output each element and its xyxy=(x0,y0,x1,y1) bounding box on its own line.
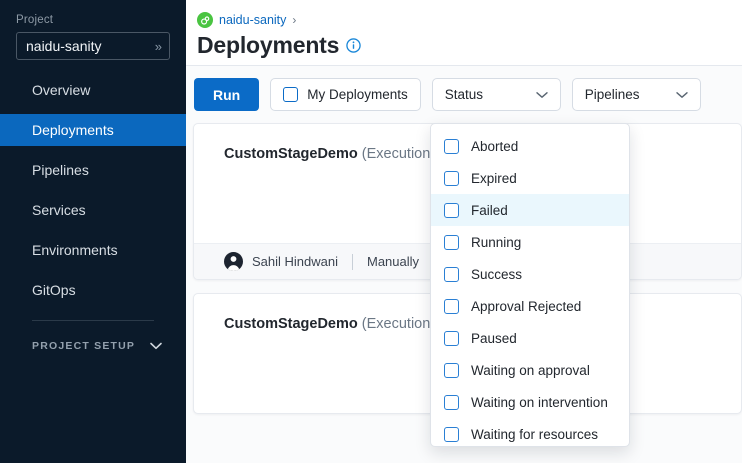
status-option-checkbox[interactable] xyxy=(444,138,459,154)
double-chevron-right-icon: » xyxy=(154,38,162,54)
sidebar-item-overview[interactable]: Overview xyxy=(0,74,186,106)
sidebar: Project naidu-sanity » Overview Deployme… xyxy=(0,0,186,463)
status-option-aborted[interactable]: Aborted xyxy=(431,130,629,162)
status-option-label: Approval Rejected xyxy=(471,298,582,314)
status-option-paused[interactable]: Paused xyxy=(431,322,629,354)
project-select[interactable]: naidu-sanity » xyxy=(16,32,170,60)
user-avatar-icon xyxy=(224,252,243,271)
status-filter-label: Status xyxy=(444,87,484,102)
sidebar-project-setup[interactable]: PROJECT SETUP xyxy=(0,329,186,363)
status-option-label: Success xyxy=(471,266,523,282)
execution-meta: (Execution Id xyxy=(361,146,447,162)
execution-name: CustomStageDemo xyxy=(224,146,358,162)
main-content: naidu-sanity › Deployments Run My Deploy… xyxy=(186,0,742,463)
sidebar-item-deployments[interactable]: Deployments xyxy=(0,114,186,146)
status-option-checkbox[interactable] xyxy=(444,394,459,410)
execution-user: Sahil Hindwani xyxy=(252,254,338,269)
page-title: Deployments xyxy=(197,32,340,58)
status-option-label: Waiting on approval xyxy=(471,362,590,378)
status-option-checkbox[interactable] xyxy=(444,426,459,442)
project-label: Project xyxy=(16,14,54,26)
status-option-running[interactable]: Running xyxy=(431,226,629,258)
status-option-expired[interactable]: Expired xyxy=(431,162,629,194)
execution-trigger: Manually xyxy=(367,254,420,269)
pipelines-filter-dropdown[interactable]: Pipelines xyxy=(571,78,701,111)
status-option-label: Failed xyxy=(471,202,508,218)
sidebar-nav: Overview Deployments Pipelines Services … xyxy=(0,74,186,306)
status-filter-dropdown[interactable]: Status xyxy=(431,78,561,111)
execution-title: CustomStageDemo (Execution Id xyxy=(224,316,741,332)
status-option-label: Waiting on intervention xyxy=(471,394,608,410)
sidebar-divider xyxy=(32,320,154,321)
status-option-checkbox[interactable] xyxy=(444,234,459,250)
project-setup-label: PROJECT SETUP xyxy=(32,340,136,352)
execution-title: CustomStageDemo (Execution Id xyxy=(224,146,741,162)
info-circle-icon[interactable] xyxy=(346,38,361,53)
status-option-label: Running xyxy=(471,234,522,250)
pipelines-filter-label: Pipelines xyxy=(584,87,640,102)
project-name: naidu-sanity xyxy=(26,38,102,54)
status-option-label: Paused xyxy=(471,330,517,346)
sidebar-item-label: GitOps xyxy=(32,282,76,298)
execution-card-body: CustomStageDemo (Execution Id xyxy=(194,124,741,243)
sidebar-item-services[interactable]: Services xyxy=(0,194,186,226)
my-deployments-label: My Deployments xyxy=(307,87,408,102)
breadcrumb-link-project[interactable]: naidu-sanity xyxy=(219,13,287,27)
status-option-approval-rejected[interactable]: Approval Rejected xyxy=(431,290,629,322)
status-option-checkbox[interactable] xyxy=(444,170,459,186)
sidebar-item-label: Pipelines xyxy=(32,162,89,178)
execution-card-body: CustomStageDemo (Execution Id xyxy=(194,294,741,413)
my-deployments-checkbox[interactable] xyxy=(283,87,299,102)
status-option-checkbox[interactable] xyxy=(444,362,459,378)
chevron-down-icon xyxy=(150,342,162,350)
status-option-label: Expired xyxy=(471,170,517,186)
breadcrumb-separator: › xyxy=(292,13,297,27)
run-button[interactable]: Run xyxy=(194,78,260,111)
status-dropdown-menu[interactable]: Aborted Expired Failed Running Success A… xyxy=(430,123,630,447)
sidebar-item-gitops[interactable]: GitOps xyxy=(0,274,186,306)
status-option-failed[interactable]: Failed xyxy=(431,194,629,226)
breadcrumb: naidu-sanity › xyxy=(197,11,742,29)
status-option-label: Aborted xyxy=(471,138,519,154)
execution-meta: (Execution Id xyxy=(361,316,447,332)
status-option-success[interactable]: Success xyxy=(431,258,629,290)
my-deployments-filter[interactable]: My Deployments xyxy=(270,78,421,111)
status-option-waiting-on-intervention[interactable]: Waiting on intervention xyxy=(431,386,629,418)
status-option-waiting-on-approval[interactable]: Waiting on approval xyxy=(431,354,629,386)
status-option-waiting-for-resources[interactable]: Waiting for resources xyxy=(431,418,629,446)
sidebar-item-pipelines[interactable]: Pipelines xyxy=(0,154,186,186)
execution-name: CustomStageDemo xyxy=(224,316,358,332)
sidebar-item-label: Deployments xyxy=(32,122,114,138)
chevron-down-icon xyxy=(676,91,688,98)
sidebar-item-label: Environments xyxy=(32,242,118,258)
toolbar: Run My Deployments Status Pipelines xyxy=(186,66,742,123)
project-selector-block: Project naidu-sanity » xyxy=(0,0,186,60)
project-badge-icon xyxy=(197,12,213,28)
status-option-checkbox[interactable] xyxy=(444,298,459,314)
status-option-checkbox[interactable] xyxy=(444,202,459,218)
status-option-label: Waiting for resources xyxy=(471,426,599,442)
page-title-row: Deployments xyxy=(197,32,742,59)
page-header: naidu-sanity › Deployments xyxy=(186,0,742,66)
status-option-checkbox[interactable] xyxy=(444,330,459,346)
chevron-down-icon xyxy=(536,91,548,98)
sidebar-item-environments[interactable]: Environments xyxy=(0,234,186,266)
footer-divider xyxy=(352,253,353,270)
sidebar-item-label: Services xyxy=(32,202,86,218)
sidebar-item-label: Overview xyxy=(32,82,91,98)
status-option-checkbox[interactable] xyxy=(444,266,459,282)
